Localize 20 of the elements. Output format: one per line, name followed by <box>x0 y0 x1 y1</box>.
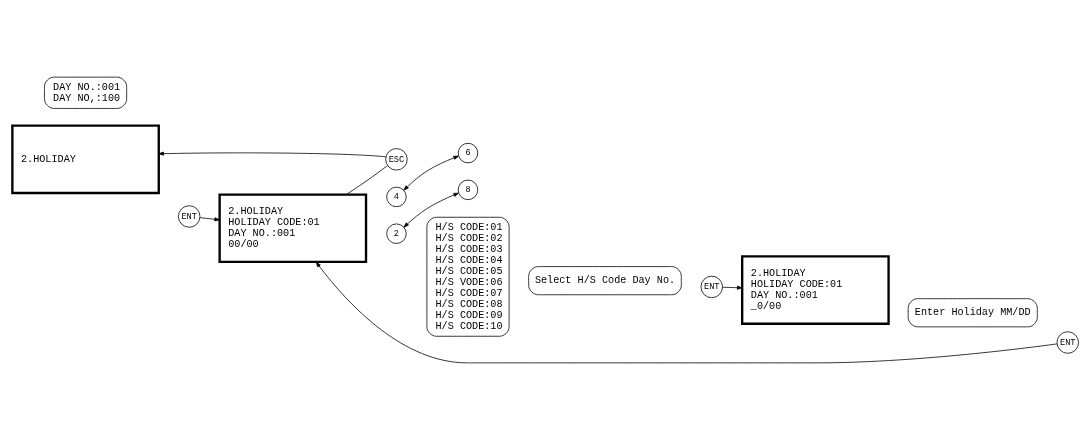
node-circle: ENT <box>178 204 201 228</box>
node-box: 2.HOLIDAY HOLIDAY CODE:01 DAY NO.:001 _0/00 <box>741 254 890 325</box>
arrow <box>722 285 743 290</box>
node-circle: ENT <box>700 275 723 298</box>
arrow <box>403 155 459 190</box>
arrow <box>199 216 220 221</box>
node-circle: 8 <box>457 179 479 200</box>
arrow <box>315 261 1058 363</box>
node-box: 2.HOLIDAY <box>11 124 160 194</box>
node-box: H/S CODE:01 H/S CODE:02 H/S CODE:03 H/S CODE:04 H/S CODE:05 H/S VODE:06 H/S CODE:07 H/S CODE:08 H/S CODE:09 H/S CODE:10 <box>426 216 510 337</box>
arrow <box>158 151 387 157</box>
node-circle: ESC <box>385 147 408 170</box>
node-box: DAY NO.:001 DAY NO,:100 <box>44 76 128 109</box>
node-circle: 6 <box>457 142 479 163</box>
node-circle: ENT <box>1056 330 1079 354</box>
arrow <box>403 192 459 228</box>
connector <box>346 164 388 195</box>
node-box: Select H/S Code Day No. <box>528 265 682 295</box>
node-box: 2.HOLIDAY HOLIDAY CODE:01 DAY NO.:001 00/00 <box>218 192 368 263</box>
node-box: Enter Holiday MM/DD <box>907 297 1038 327</box>
